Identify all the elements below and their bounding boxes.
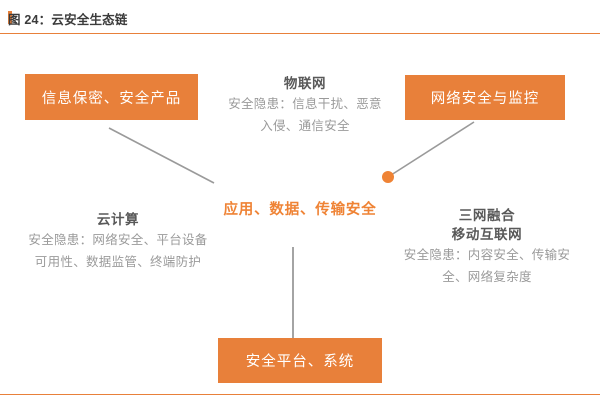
cluster-cloud-computing-title: 云计算 [96, 212, 140, 227]
figure-title: 图 24：云安全生态链 [8, 13, 128, 27]
header-divider [0, 33, 600, 34]
center-hub-label: 应用、数据、传输安全 [223, 202, 377, 218]
cluster-iot-body: 安全隐患：信息干扰、恶意入侵、通信安全 [228, 97, 382, 133]
connector-left-diagonal [108, 127, 215, 184]
cluster-triple-network-body: 安全隐患：内容安全、传输安全、网络复杂度 [403, 248, 571, 284]
cluster-triple-network-title: 三网融合 [458, 208, 516, 223]
cluster-cloud-computing-body: 安全隐患：网络安全、平台设备可用性、数据监管、终端防护 [28, 233, 208, 269]
box-security-platform-label: 安全平台、系统 [245, 354, 355, 370]
box-security-platform[interactable]: 安全平台、系统 [218, 338, 382, 383]
cluster-iot: 物联网 安全隐患：信息干扰、恶意入侵、通信安全 [222, 74, 388, 137]
cluster-cloud-computing: 云计算 安全隐患：网络安全、平台设备可用性、数据监管、终端防护 [26, 210, 210, 273]
cluster-iot-title: 物联网 [283, 76, 327, 91]
accent-bar-icon [8, 11, 12, 24]
connector-right-diagonal [387, 121, 475, 178]
box-network-monitor-label: 网络安全与监控 [430, 91, 540, 107]
cluster-triple-network: 三网融合 移动互联网 安全隐患：内容安全、传输安全、网络复杂度 [392, 206, 582, 288]
figure-header: 图 24：云安全生态链 [0, 0, 600, 34]
box-info-security[interactable]: 信息保密、安全产品 [25, 74, 198, 120]
box-info-security-label: 信息保密、安全产品 [41, 90, 182, 107]
box-network-monitor[interactable]: 网络安全与监控 [405, 75, 565, 120]
cluster-triple-network-subtitle: 移动互联网 [451, 227, 523, 242]
footer-divider [0, 394, 600, 395]
hub-dot-icon [382, 171, 394, 183]
